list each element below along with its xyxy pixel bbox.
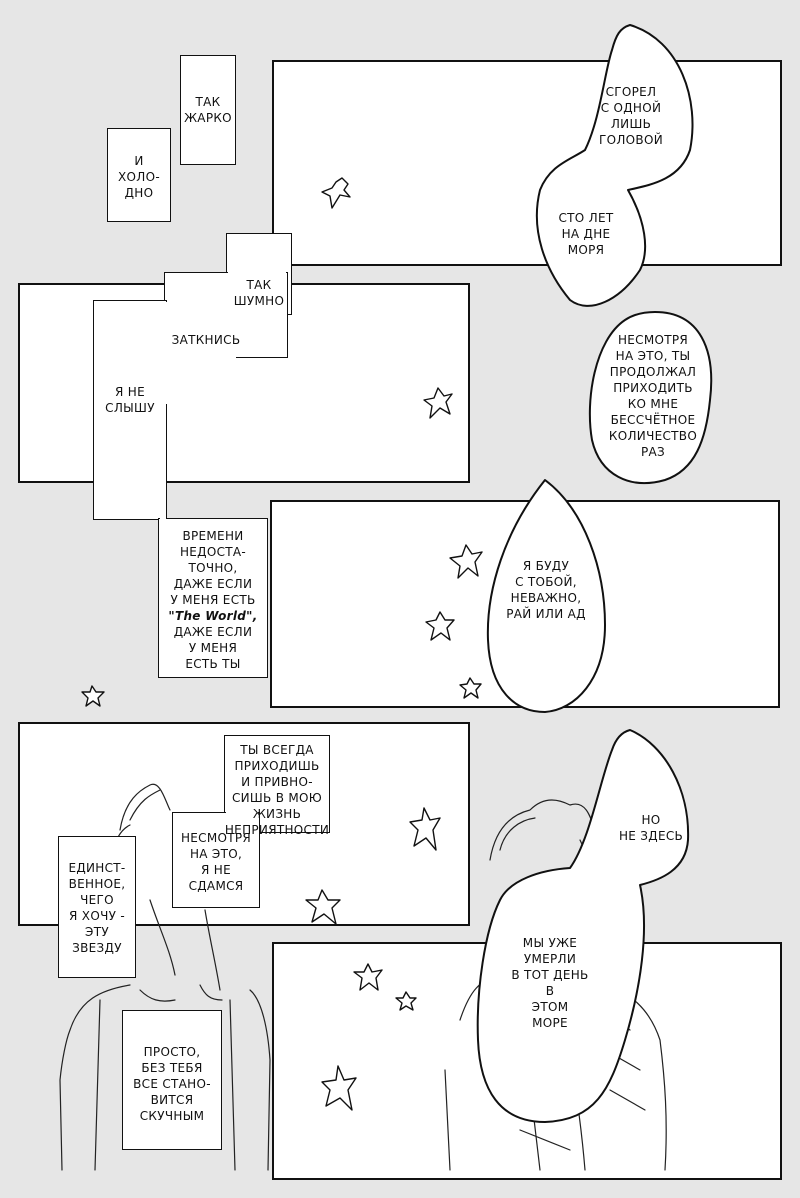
speech-bubble-mid-right: [588, 311, 713, 485]
bubble-text-sgorel: СГОРЕЛ С ОДНОЙ ЛИШЬ ГОЛОВОЙ: [599, 85, 663, 147]
star-icon: [81, 685, 105, 707]
caption-zatknis: ЗАТКНИСЬ: [171, 333, 241, 347]
star-icon: [423, 387, 453, 419]
bubble-text-nesmotrya-1: НЕСМОТРЯ НА ЭТО, ТЫ ПРОДОЛЖАЛ ПРИХОДИТЬ …: [608, 333, 698, 459]
caption-tak-zharko: ТАК ЖАРКО: [184, 95, 232, 125]
star-icon: [459, 677, 482, 699]
star-icon: [353, 963, 383, 991]
caption-joint: [226, 812, 258, 834]
bubble-text-ya-budu: Я БУДУ С ТОБОЙ, НЕВАЖНО, РАЙ ИЛИ АД: [506, 559, 586, 621]
caption-joint: [160, 480, 166, 520]
caption-nesmotrya-2: НЕСМОТРЯ НА ЭТО, Я НЕ СДАМСЯ: [180, 831, 252, 893]
star-icon: [321, 177, 351, 209]
caption-box-prosto: [122, 1010, 222, 1150]
star-icon: [449, 544, 483, 579]
stars: [81, 177, 483, 1111]
caption-prosto: ПРОСТО, БЕЗ ТЕБЯ ВСЕ СТАНО- ВИТСЯ СКУЧНЫ…: [133, 1045, 211, 1123]
caption-edinstvennoe: ЕДИНСТ- ВЕННОЕ, ЧЕГО Я ХОЧУ - ЭТУ ЗВЕЗДУ: [68, 861, 126, 955]
caption-ty-vsegda: ТЫ ВСЕГДА ПРИХОДИШЬ И ПРИВНО- СИШЬ В МОЮ…: [224, 743, 330, 837]
caption-vremeni-2: ДАЖЕ ЕСЛИ У МЕНЯ ЕСТЬ ТЫ: [173, 625, 253, 671]
caption-box-vremeni: [158, 518, 268, 678]
panel-1: [272, 60, 782, 266]
caption-joint: [166, 302, 286, 356]
speech-bubble-bottom-right: [476, 729, 690, 1123]
star-icon: [425, 611, 455, 641]
caption-vremeni-1: ВРЕМЕНИ НЕДОСТА- ТОЧНО, ДАЖЕ ЕСЛИ У МЕНЯ…: [170, 529, 256, 607]
bubble-text-my-uzhe: МЫ УЖЕ УМЕРЛИ В ТОТ ДЕНЬ В ЭТОМ МОРЕ: [511, 936, 589, 1030]
bubble-text-no-ne-zdes: НО НЕ ЗДЕСЬ: [618, 813, 684, 843]
star-icon: [321, 1065, 357, 1111]
speech-bubble-panel3: [486, 479, 606, 713]
caption-box-tak-zharko: [180, 55, 236, 165]
caption-joint: [166, 356, 236, 404]
caption-tak-shumno: ТАК ШУМНО: [233, 278, 285, 308]
star-icon: [305, 889, 341, 925]
star-icon: [409, 807, 441, 851]
star-icon: [395, 991, 417, 1011]
caption-the-world: "The World",: [168, 609, 258, 623]
caption-box-i-holodno: [107, 128, 171, 222]
caption-joint: [95, 356, 165, 518]
caption-box-edinstvennoe: [58, 836, 136, 978]
speech-bubble-top-right: [535, 24, 694, 307]
bubble-text-sto-let: СТО ЛЕТ НА ДНЕ МОРЯ: [558, 211, 614, 257]
caption-i-holodno: И ХОЛО- ДНО: [118, 154, 160, 200]
caption-ya-ne-slyshu: Я НЕ СЛЫШУ: [105, 385, 155, 415]
